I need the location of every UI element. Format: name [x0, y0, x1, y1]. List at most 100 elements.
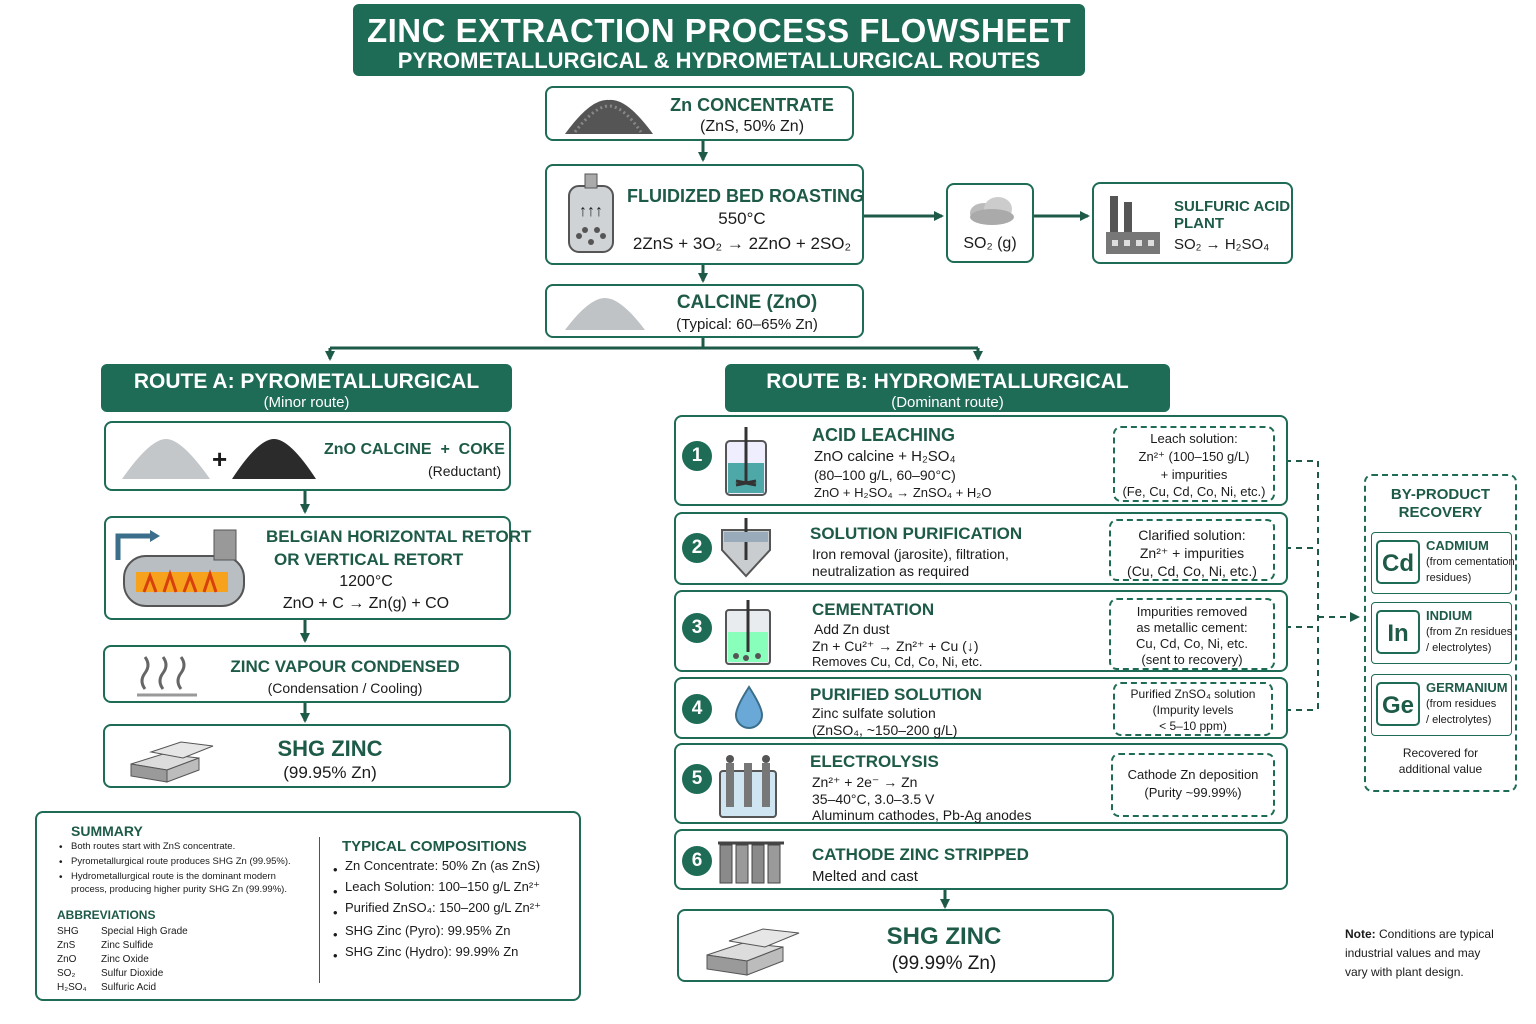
step-line: (80–100 g/L, 60–90°C)	[814, 467, 956, 483]
element-desc: / electrolytes)	[1426, 714, 1492, 726]
calcine-desc: (Typical: 60–65% Zn)	[676, 316, 818, 333]
byproduct-footer-1: Recovered for	[1402, 746, 1479, 760]
calcine-pile-icon	[565, 298, 645, 330]
summary-title: SUMMARY	[71, 823, 143, 839]
route-a-product-desc: (99.95% Zn)	[283, 763, 377, 782]
step-output-line: < 5–10 ppm)	[1159, 719, 1227, 733]
thickener-icon	[721, 518, 771, 578]
roasting-title: FLUIDIZED BED ROASTING	[627, 186, 864, 206]
abbr-value: Zinc Oxide	[101, 954, 149, 965]
condense-title: ZINC VAPOUR CONDENSED	[230, 657, 460, 676]
element-symbol: In	[1376, 610, 1420, 654]
step-line: Aluminum cathodes, Pb-Ag anodes	[812, 807, 1032, 823]
element-name: CADMIUM	[1426, 538, 1489, 553]
ore-pile-icon	[565, 99, 653, 134]
so2-box: SO₂ (g)	[946, 183, 1034, 263]
composition-item: SHG Zinc (Pyro): 99.95% Zn	[345, 923, 511, 938]
composition-item: Purified ZnSO₄: 150–200 g/L Zn²⁺	[345, 900, 541, 915]
route-b-product-box: SHG ZINC (99.99% Zn)	[677, 909, 1114, 982]
step-line: Zn + Cu²⁺ → Zn²⁺ + Cu (↓)	[812, 638, 979, 654]
composition-item: Zn Concentrate: 50% Zn (as ZnS)	[345, 858, 541, 873]
abbr-value: Special High Grade	[101, 926, 188, 937]
step-output-box: Cathode Zn deposition (Purity ~99.99%)	[1111, 753, 1275, 817]
step-output-line: Purified ZnSO₄ solution	[1130, 687, 1256, 701]
concentrate-title: Zn CONCENTRATE	[670, 95, 834, 115]
factory-icon	[1106, 196, 1160, 254]
step-title: SOLUTION PURIFICATION	[810, 524, 1023, 543]
concentrate-desc: (ZnS, 50% Zn)	[699, 118, 805, 135]
abbr-key: ZnO	[57, 954, 77, 965]
plus-sign: +	[212, 444, 228, 474]
acid-plant-reaction: SO₂ → H₂SO₄	[1174, 236, 1270, 253]
step-output-line: (Cu, Cd, Co, Ni, etc.)	[1127, 563, 1257, 579]
droplet-icon	[734, 685, 764, 729]
abbr-value: Sulfur Dioxide	[101, 968, 164, 979]
abbr-key: SO₂	[57, 968, 76, 979]
step-output-line: (Fe, Cu, Cd, Co, Ni, etc.)	[1122, 484, 1266, 499]
acid-plant-title-2: PLANT	[1174, 215, 1224, 232]
concentrate-box: Zn CONCENTRATE (ZnS, 50% Zn)	[545, 86, 854, 141]
element-desc: residues)	[1426, 572, 1472, 584]
byproduct-title-2: RECOVERY	[1398, 504, 1483, 521]
route-a-feed-box: + ZnO CALCINE + COKE (Reductant)	[104, 421, 511, 491]
step-output-line: Impurities removed	[1136, 604, 1248, 619]
step-number: 6	[682, 846, 712, 876]
summary-bullet: Hydrometallurgical route is the dominant…	[71, 871, 276, 882]
step-line: Add Zn dust	[814, 621, 890, 637]
step-title: ELECTROLYSIS	[810, 752, 939, 771]
title-banner: ZINC EXTRACTION PROCESS FLOWSHEET PYROME…	[353, 4, 1085, 76]
step-line: ZnO calcine + H₂SO₄	[814, 448, 956, 465]
step-output-box: Purified ZnSO₄ solution (Impurity levels…	[1113, 682, 1273, 736]
byproduct-item-cadmium: Cd CADMIUM (from cementation residues)	[1371, 532, 1515, 594]
step-title: PURIFIED SOLUTION	[810, 685, 982, 704]
step-cathode-stripped: 6 CATHODE ZINC STRIPPED Melted and cast	[674, 829, 1288, 890]
gas-cloud-icon	[970, 197, 1014, 225]
route-a-feed-sub: (Reductant)	[428, 463, 502, 479]
step-output-line: Clarified solution:	[1138, 527, 1246, 543]
step-output-line: (Purity ~99.99%)	[1144, 785, 1242, 800]
abbr-value: Zinc Sulfide	[101, 940, 154, 951]
route-a-title: ROUTE A: PYROMETALLURGICAL	[133, 370, 480, 393]
step-output-line: Leach solution:	[1150, 431, 1238, 446]
summary-bullet: Pyrometallurgical route produces SHG Zn …	[71, 856, 291, 867]
condense-box: ZINC VAPOUR CONDENSED (Condensation / Co…	[103, 645, 511, 703]
cathode-plates-icon	[718, 841, 784, 884]
route-b-product-title: SHG ZINC	[886, 923, 1002, 950]
abbr-key: H₂SO₄	[57, 982, 87, 993]
element-desc: / electrolytes)	[1426, 642, 1492, 654]
step-output-line: Cu, Cd, Co, Ni, etc.	[1136, 636, 1248, 651]
step-number: 5	[682, 764, 712, 794]
leach-tank-icon	[725, 427, 767, 496]
note-text: Conditions are typical	[1379, 927, 1494, 941]
step-line: Iron removal (jarosite), filtration,	[812, 546, 1009, 562]
byproduct-item-germanium: Ge GERMANIUM (from residues / electrolyt…	[1371, 674, 1512, 736]
step-number: 2	[682, 533, 712, 563]
abbr-value: Sulfuric Acid	[101, 982, 157, 993]
step-number: 1	[682, 441, 712, 471]
compositions-title: TYPICAL COMPOSITIONS	[342, 838, 527, 855]
route-b-product-desc: (99.99% Zn)	[891, 953, 997, 974]
route-a-feed-text: ZnO CALCINE + COKE	[324, 441, 505, 458]
route-b-subtitle: (Dominant route)	[891, 394, 1004, 411]
element-desc: (from residues	[1426, 698, 1497, 710]
step-line: Melted and cast	[812, 868, 918, 885]
step-solution-purification: 2 SOLUTION PURIFICATION Iron removal (ja…	[674, 512, 1288, 585]
route-a-subtitle: (Minor route)	[263, 394, 350, 411]
step-number: 4	[682, 694, 712, 724]
route-b-title: ROUTE B: HYDROMETALLURGICAL	[766, 370, 1129, 393]
route-a-product-title: SHG ZINC	[277, 736, 383, 761]
route-b-header: ROUTE B: HYDROMETALLURGICAL (Dominant ro…	[725, 364, 1170, 412]
cementation-tank-icon	[725, 600, 771, 665]
note-label: Note:	[1345, 927, 1376, 941]
byproduct-item-indium: In INDIUM (from Zn residues / electrolyt…	[1371, 602, 1512, 664]
retort-title-1: BELGIAN HORIZONTAL RETORT	[266, 527, 532, 546]
page-subtitle: PYROMETALLURGICAL & HYDROMETALLURGICAL R…	[397, 48, 1041, 73]
note-line-2: industrial values and may	[1345, 946, 1481, 960]
step-output-line: Zn²⁺ (100–150 g/L)	[1138, 449, 1250, 464]
step-output-line: (Impurity levels	[1152, 703, 1234, 717]
roaster-icon: ↑↑↑	[568, 173, 614, 253]
element-name: INDIUM	[1426, 608, 1473, 623]
composition-item: Leach Solution: 100–150 g/L Zn²⁺	[345, 879, 541, 894]
element-desc: (from Zn residues	[1426, 626, 1513, 638]
zinc-ingot-icon	[130, 741, 214, 783]
